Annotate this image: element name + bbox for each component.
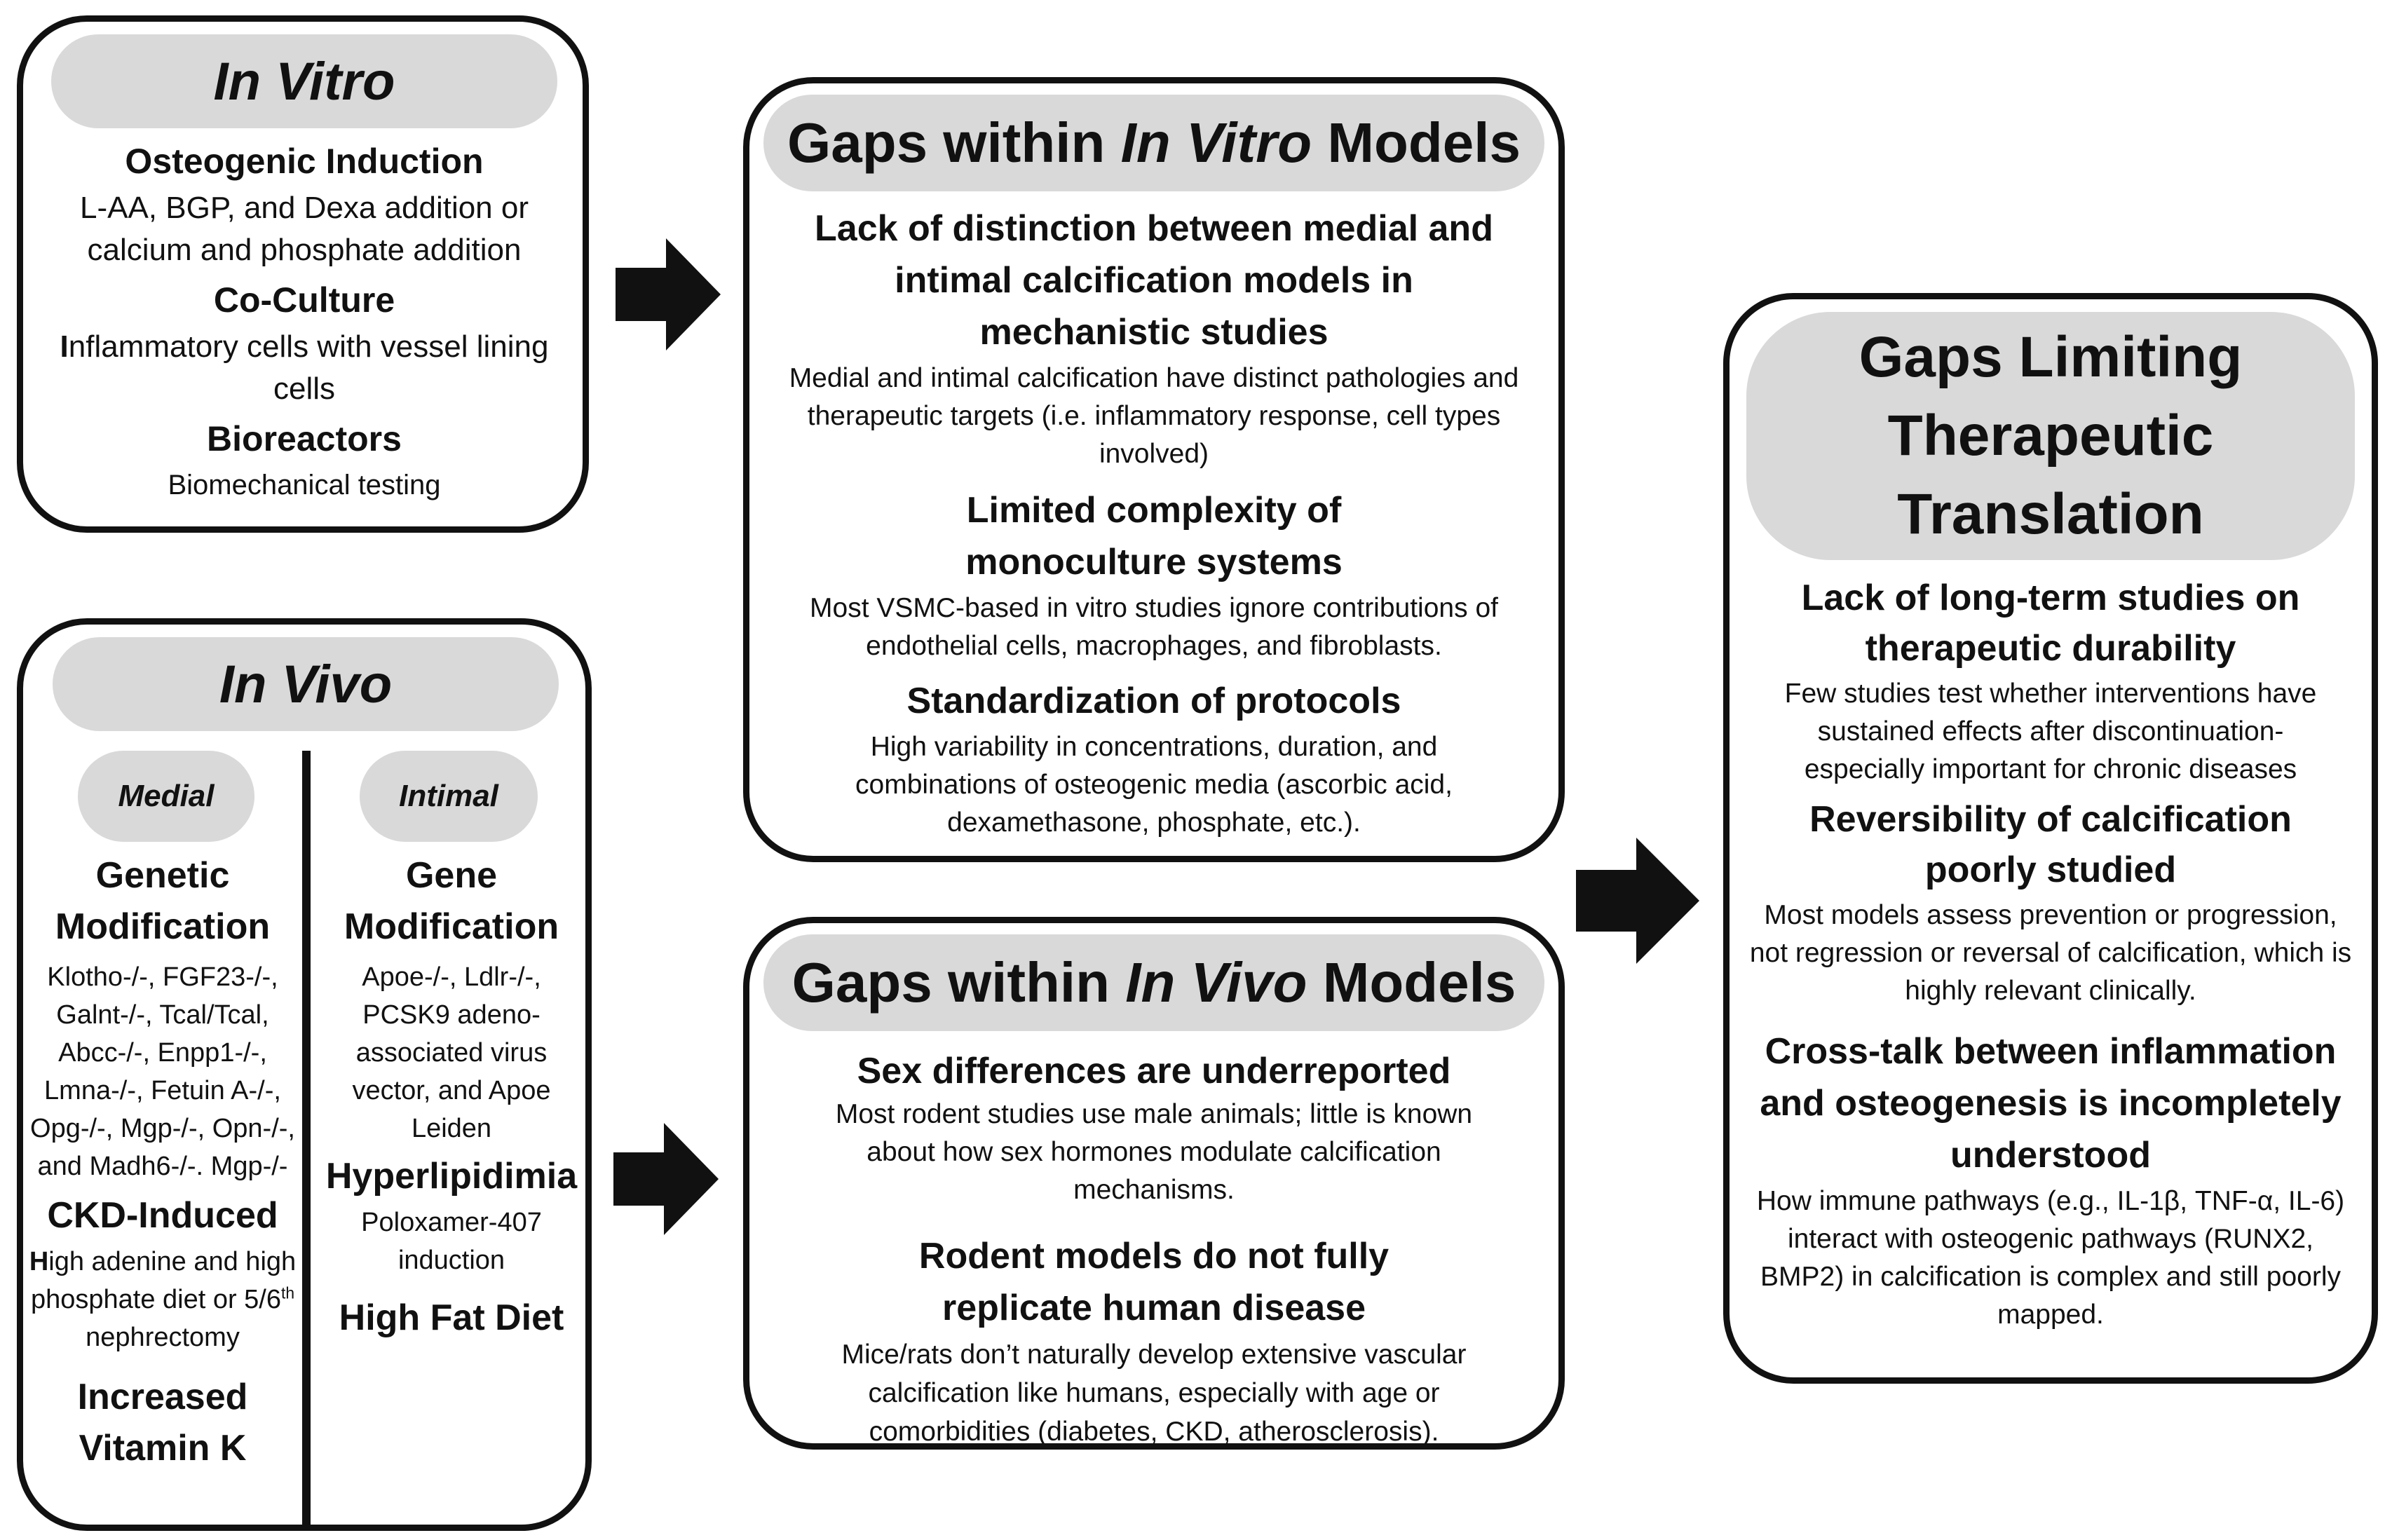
gaps-in-vitro-title-post: Models <box>1312 111 1521 174</box>
gaps-in-vivo-title-pre: Gaps within <box>791 951 1126 1014</box>
gene-modification-text: Apoe-/-, Ldlr-/-, PCSK9 adeno-associated… <box>352 962 551 1143</box>
in-vivo-panel: In Vivo Medial Genetic Modification Klot… <box>17 618 592 1531</box>
gap-cross-talk-text: How immune pathways (e.g., IL-1β, TNF-α,… <box>1756 1186 2345 1330</box>
co-culture-text-initial: I <box>60 329 69 364</box>
ckd-induced-heading: CKD-Induced <box>47 1195 278 1236</box>
gap-reversibility-text: Most models assess prevention or progres… <box>1749 900 2352 1006</box>
gaps-translation-title: Gaps Limiting Therapeutic Translation <box>1746 312 2355 560</box>
gaps-translation-panel: Gaps Limiting Therapeutic Translation La… <box>1723 293 2378 1384</box>
gap-monoculture-heading: Limited complexity of monoculture system… <box>965 490 1343 582</box>
gap-long-term-heading: Lack of long-term studies on therapeutic… <box>1801 578 2300 669</box>
gap-sex-differences-text: Most rodent studies use male animals; li… <box>835 1099 1473 1205</box>
gaps-in-vivo-title-post: Models <box>1307 951 1516 1014</box>
intimal-content: Gene Modification Apoe-/-, Ldlr-/-, PCSK… <box>318 850 585 1341</box>
intimal-label: Intimal <box>360 751 538 842</box>
gap-standardization-text: High variability in concentrations, dura… <box>855 732 1453 838</box>
medial-label: Medial <box>78 751 254 842</box>
gap-monoculture-text: Most VSMC-based in vitro studies ignore … <box>810 593 1498 661</box>
osteogenic-induction-text: L-AA, BGP, and Dexa addition or calcium … <box>79 191 529 267</box>
arrow-in-vitro-to-gaps-icon <box>616 238 721 350</box>
gaps-in-vitro-content: Lack of distinction between medial and i… <box>770 203 1537 842</box>
high-fat-diet-heading: High Fat Diet <box>339 1297 564 1338</box>
hyperlipidimia-heading: Hyperlipidimia <box>325 1156 578 1197</box>
ckd-text-rest: igh adenine and high phosphate diet or 5… <box>30 1247 297 1314</box>
in-vitro-content: Osteogenic Induction L-AA, BGP, and Dexa… <box>51 139 557 504</box>
arrow-in-vivo-to-gaps-icon <box>613 1123 719 1235</box>
gaps-in-vitro-title-italic: In Vitro <box>1120 111 1312 174</box>
ckd-text-initial: H <box>29 1247 49 1276</box>
in-vivo-title: In Vivo <box>53 637 559 731</box>
gap-standardization-heading: Standardization of protocols <box>906 681 1401 721</box>
gaps-in-vitro-title-pre: Gaps within <box>787 111 1121 174</box>
hyperlipidimia-text: Poloxamer-407 induction <box>361 1208 542 1275</box>
gap-reversibility-heading: Reversibility of calcification poorly st… <box>1809 799 2292 890</box>
in-vitro-panel: In Vitro Osteogenic Induction L-AA, BGP,… <box>17 15 589 533</box>
medial-intimal-divider <box>302 751 311 1525</box>
gap-long-term-text: Few studies test whether interventions h… <box>1784 679 2317 784</box>
bioreactors-heading: Bioreactors <box>207 419 402 458</box>
co-culture-text-rest: nflammatory cells with vessel lining cel… <box>68 329 549 406</box>
gaps-in-vivo-title: Gaps within In Vivo Models <box>763 934 1544 1031</box>
increased-vitamin-k-heading: Increased Vitamin K <box>77 1377 248 1469</box>
gap-sex-differences-heading: Sex differences are underreported <box>857 1051 1451 1091</box>
arrow-gaps-to-translation-icon <box>1576 838 1699 964</box>
gaps-in-vivo-content: Sex differences are underreported Most r… <box>770 1047 1537 1451</box>
gap-medial-intimal-text: Medial and intimal calcification have di… <box>789 363 1519 469</box>
gene-modification-heading: Gene Modification <box>344 855 559 947</box>
genetic-modification-text: Klotho-/-, FGF23-/-, Galnt-/-, Tcal/Tcal… <box>30 962 295 1181</box>
co-culture-text: Inflammatory cells with vessel lining ce… <box>51 326 557 410</box>
gap-rodent-models-text: Mice/rats don’t naturally develop extens… <box>841 1340 1467 1447</box>
gap-medial-intimal-heading: Lack of distinction between medial and i… <box>815 208 1493 353</box>
gap-rodent-models-heading: Rodent models do not fully replicate hum… <box>918 1236 1389 1328</box>
ckd-text-end: nephrectomy <box>86 1323 240 1352</box>
medial-content: Genetic Modification Klotho-/-, FGF23-/-… <box>26 850 299 1474</box>
genetic-modification-heading: Genetic Modification <box>55 855 271 947</box>
gap-cross-talk-heading: Cross-talk between inflammation and oste… <box>1760 1031 2342 1176</box>
in-vitro-title: In Vitro <box>51 34 557 128</box>
gaps-in-vivo-title-italic: In Vivo <box>1125 951 1307 1014</box>
bioreactors-text: Biomechanical testing <box>168 470 441 500</box>
co-culture-heading: Co-Culture <box>213 280 395 320</box>
gaps-in-vivo-panel: Gaps within In Vivo Models Sex differenc… <box>743 917 1565 1450</box>
gaps-in-vitro-panel: Gaps within In Vitro Models Lack of dist… <box>743 77 1565 862</box>
gaps-in-vitro-title: Gaps within In Vitro Models <box>763 95 1544 191</box>
gaps-translation-content: Lack of long-term studies on therapeutic… <box>1744 573 2358 1334</box>
osteogenic-induction-heading: Osteogenic Induction <box>125 142 484 181</box>
ckd-text-superscript: th <box>281 1283 295 1302</box>
ckd-induced-text: High adenine and high phosphate diet or … <box>26 1243 299 1356</box>
